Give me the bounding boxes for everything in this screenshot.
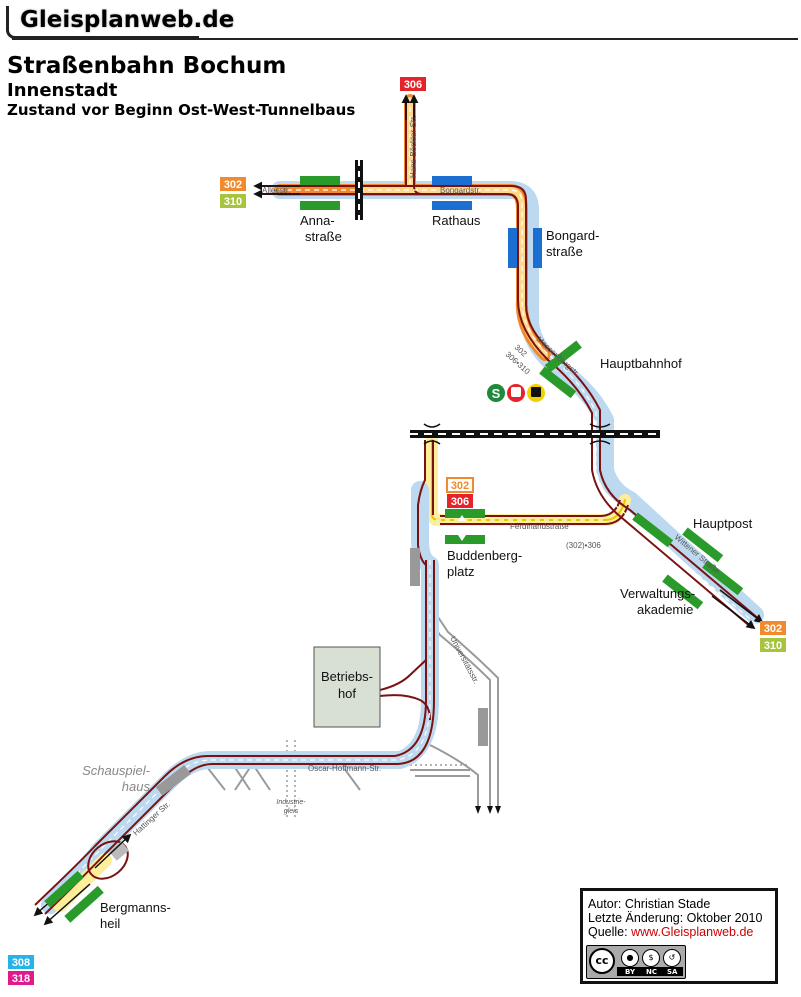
note-ferd-302-306: (302)•306 bbox=[566, 541, 601, 550]
header-bracket bbox=[6, 6, 199, 39]
station-schau-1: Schauspiel- bbox=[82, 763, 151, 778]
platform-berg-east bbox=[64, 885, 104, 923]
station-hbf: Hauptbahnhof bbox=[600, 356, 682, 371]
badge-306-mid bbox=[447, 494, 473, 508]
station-hauptpost: Hauptpost bbox=[693, 516, 753, 531]
platform-bongard-east bbox=[533, 228, 542, 268]
street-oscar: Oscar-Hoffmann-Str. bbox=[308, 764, 381, 773]
platform-berg-west bbox=[44, 870, 84, 908]
badge-310-east bbox=[760, 638, 786, 652]
page-title: Straßenbahn Bochum bbox=[7, 53, 287, 79]
platform-hauptpost-north bbox=[682, 527, 724, 563]
platform-hauptpost-south bbox=[632, 512, 674, 548]
station-verw-1: Verwaltungs- bbox=[620, 586, 695, 601]
station-bongard-2: straße bbox=[546, 244, 583, 259]
station-schau-2: haus bbox=[122, 779, 151, 794]
badge-302-west-text: 302 bbox=[224, 179, 242, 191]
cc-icon: cc bbox=[589, 948, 615, 974]
depot-building bbox=[313, 646, 381, 728]
sa-icon: ↺ bbox=[663, 949, 681, 967]
street-industrie-2: gleis bbox=[284, 808, 299, 815]
station-rathaus: Rathaus bbox=[432, 213, 481, 228]
platform-gray-uni bbox=[478, 708, 488, 746]
credit-author: Autor: Christian Stade bbox=[588, 897, 711, 911]
badge-302-west bbox=[220, 177, 246, 191]
platform-verw-south bbox=[662, 574, 704, 610]
platform-arrows bbox=[458, 515, 466, 541]
cc-label-strip bbox=[617, 967, 683, 976]
by-icon: ● bbox=[621, 949, 639, 967]
platform-gray-budd bbox=[410, 548, 420, 586]
street-industrie-1: Industrie- bbox=[276, 799, 306, 806]
platform-budd-south bbox=[445, 535, 485, 544]
street-hansb: Hans-Böckler-Str. bbox=[409, 115, 418, 178]
credit-source-label: Quelle: bbox=[588, 925, 628, 939]
platform-rathaus-south bbox=[432, 201, 472, 210]
sbahn-icon-letter: S bbox=[492, 386, 501, 401]
platform-anna-north bbox=[300, 176, 340, 185]
site-logo[interactable]: Gleisplanweb.de bbox=[20, 7, 235, 33]
header-rule bbox=[12, 38, 798, 40]
platform-budd-north bbox=[445, 509, 485, 518]
platform-hbf-east bbox=[544, 340, 582, 373]
site-header: Gleisplanweb.de bbox=[6, 4, 798, 40]
platforms bbox=[44, 176, 744, 923]
station-berg-2: heil bbox=[100, 916, 120, 931]
street-bongard: Bongardstr. bbox=[440, 186, 481, 195]
sbahn-icon bbox=[487, 384, 505, 402]
badge-310-west bbox=[220, 194, 246, 208]
badge-302-east bbox=[760, 621, 786, 635]
platform-hbf-west bbox=[539, 366, 577, 399]
badge-310-east-text: 310 bbox=[764, 640, 782, 652]
station-verw-2: akademie bbox=[637, 602, 693, 617]
platform-rathaus-north bbox=[432, 176, 472, 185]
bergmannsheil-shelter bbox=[109, 841, 129, 861]
railway-crossing-allee bbox=[355, 160, 363, 220]
badge-318-text: 318 bbox=[12, 973, 30, 985]
station-berg-1: Bergmanns- bbox=[100, 900, 171, 915]
badge-308 bbox=[8, 955, 34, 969]
badge-302-east-text: 302 bbox=[764, 623, 782, 635]
page-description: Zustand vor Beginn Ost-West-Tunnelbaus bbox=[7, 101, 356, 119]
depot-label-2: hof bbox=[338, 686, 356, 701]
nc-icon: $ bbox=[642, 949, 660, 967]
station-budd-2: platz bbox=[447, 564, 474, 579]
tram-icon-body bbox=[511, 387, 521, 397]
cc-nc-label: NC bbox=[646, 968, 657, 976]
platform-anna-south bbox=[300, 201, 340, 210]
station-anna-1: Anna- bbox=[300, 213, 335, 228]
route-badges: 306 302 310 302 306 302 310 308 318 bbox=[8, 77, 786, 985]
cc-license-badge[interactable]: cc ● $ ↺ BY NC SA bbox=[586, 945, 686, 979]
street-universitaet: Universitätsstr. bbox=[448, 635, 481, 686]
cc-by-label: BY bbox=[625, 968, 636, 976]
badge-308-text: 308 bbox=[12, 957, 30, 969]
badge-306-top bbox=[400, 77, 426, 91]
station-bongard-1: Bongard- bbox=[546, 228, 599, 243]
tram-tracks bbox=[34, 98, 761, 915]
gray-track-arrows bbox=[475, 806, 501, 814]
station-budd-1: Buddenberg- bbox=[447, 548, 522, 563]
bus-icon-body bbox=[531, 387, 541, 397]
street-allee: Alleestr. bbox=[262, 186, 290, 195]
transfer-icons: S bbox=[487, 384, 545, 402]
badge-306-top-text: 306 bbox=[404, 79, 422, 91]
credit-updated: Letzte Änderung: Oktober 2010 bbox=[588, 911, 763, 925]
cc-sa-label: SA bbox=[667, 968, 678, 976]
badge-302-mid-text: 302 bbox=[451, 480, 469, 492]
badge-318 bbox=[8, 971, 34, 985]
platform-verw-north bbox=[702, 560, 744, 596]
railway-line bbox=[410, 423, 660, 445]
page-subtitle: Innenstadt bbox=[7, 80, 118, 101]
station-anna-2: straße bbox=[305, 229, 342, 244]
badge-302-mid bbox=[446, 477, 474, 493]
badge-306-mid-text: 306 bbox=[451, 496, 469, 508]
credit-source-link[interactable]: www.Gleisplanweb.de bbox=[631, 925, 754, 939]
platform-gray-schau bbox=[155, 764, 191, 796]
credit-source: Quelle: www.Gleisplanweb.de bbox=[588, 925, 769, 939]
street-ferdinand: Ferdinandstraße bbox=[510, 522, 569, 531]
badge-310-west-text: 310 bbox=[224, 196, 242, 208]
platform-bongard-west bbox=[508, 228, 517, 268]
depot-label-1: Betriebs- bbox=[321, 669, 373, 684]
